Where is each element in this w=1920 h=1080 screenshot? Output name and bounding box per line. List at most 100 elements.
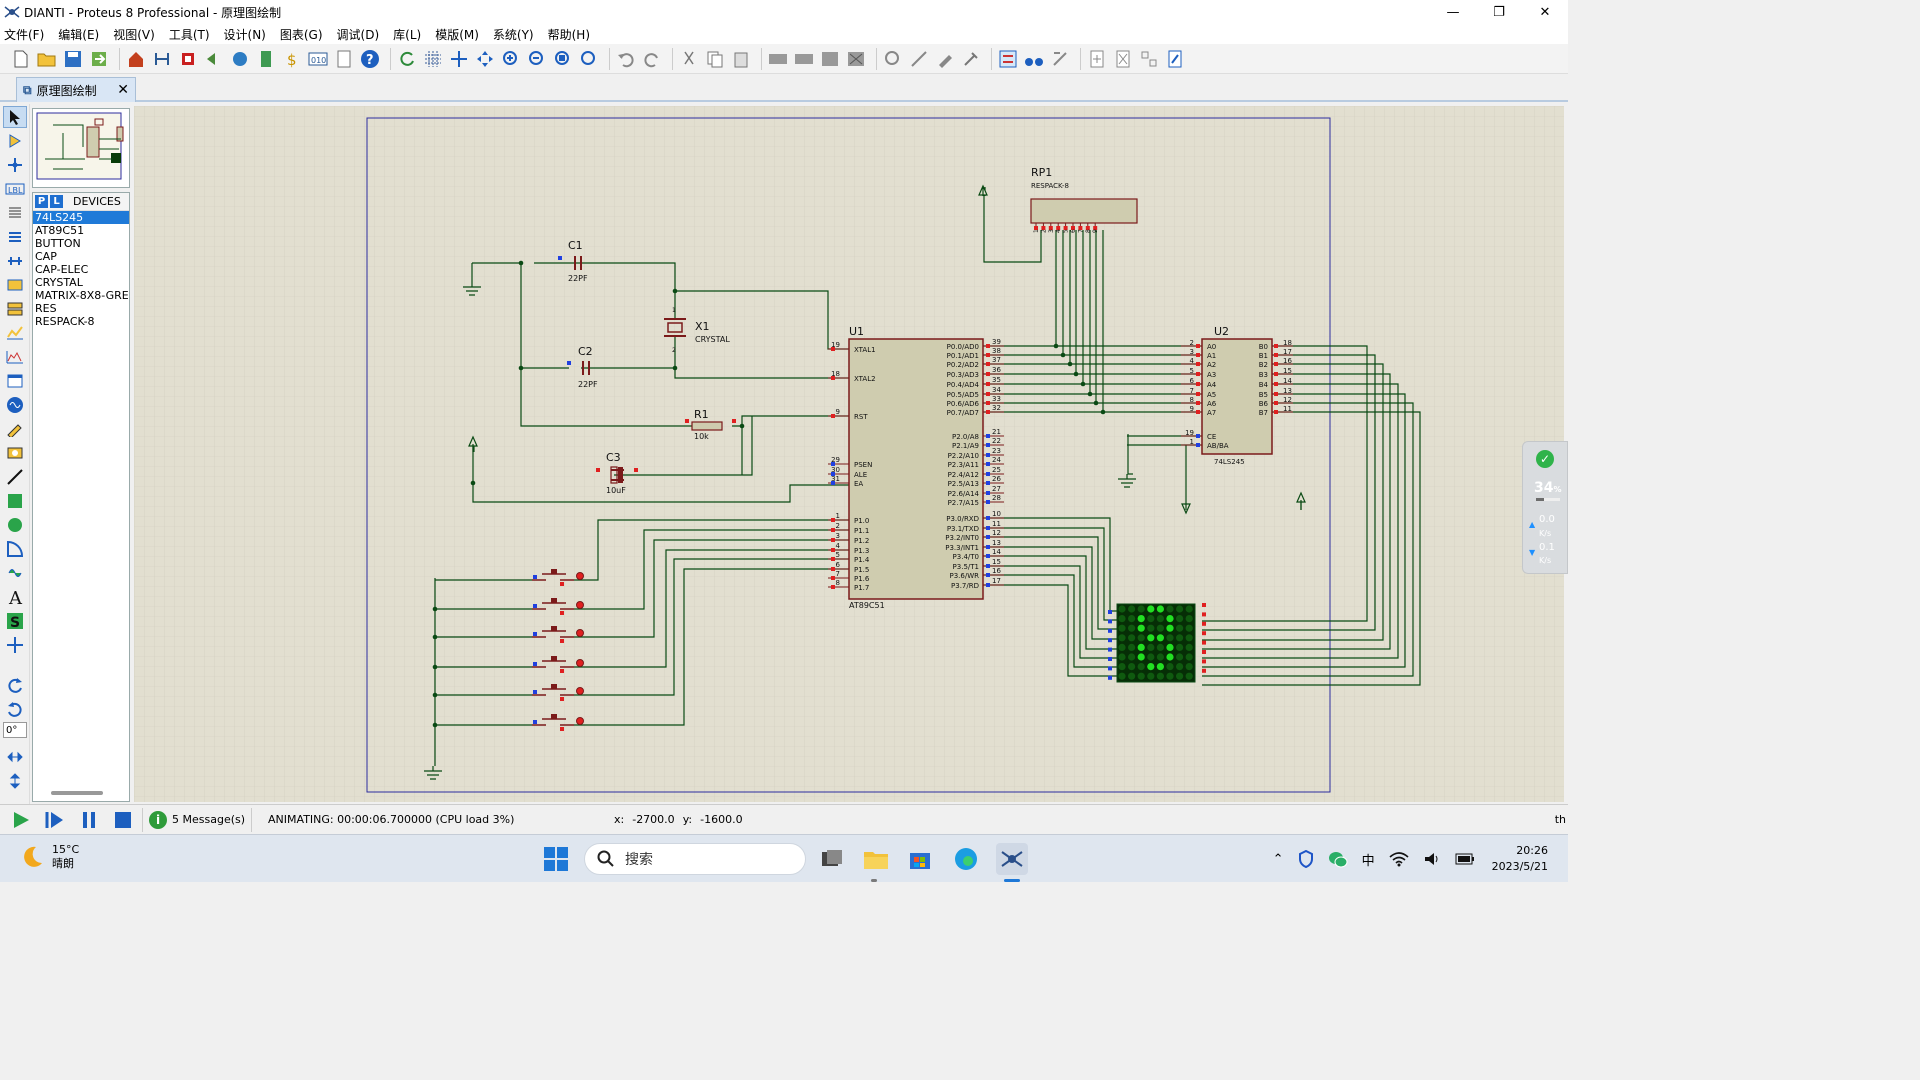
menu-graph[interactable]: 图表(G) <box>279 27 323 42</box>
new-sheet-icon[interactable] <box>1086 48 1108 70</box>
arc-tool-icon[interactable] <box>3 538 27 560</box>
menu-tools[interactable]: 工具(T) <box>168 27 210 42</box>
grid-toggle-icon[interactable] <box>422 48 444 70</box>
mirror-horizontal-icon[interactable] <box>3 746 27 768</box>
push-button[interactable] <box>532 626 584 643</box>
block-move-icon[interactable] <box>793 48 815 70</box>
device-item-respack-8[interactable]: RESPACK-8 <box>35 315 95 328</box>
schematic-canvas[interactable]: C1 22PF C2 22PF 1 2 X1 CRYSTAL R1 10k C3… <box>134 106 1564 802</box>
zoom-out-icon[interactable] <box>526 48 548 70</box>
overview-window[interactable] <box>32 108 130 188</box>
line-tool-icon[interactable] <box>3 466 27 488</box>
pcb-icon[interactable] <box>177 48 199 70</box>
start-button-icon[interactable] <box>542 845 570 873</box>
shield-icon[interactable] <box>1298 850 1314 868</box>
decompose-icon[interactable] <box>960 48 982 70</box>
remove-sheet-icon[interactable] <box>1112 48 1134 70</box>
rotation-value-field[interactable]: 0° <box>3 722 27 738</box>
file-explorer-icon[interactable] <box>862 845 890 873</box>
text-tool-icon[interactable]: A <box>3 586 27 608</box>
chevron-up-icon[interactable]: ⌃ <box>1272 851 1284 867</box>
weather-widget[interactable]: 15°C 晴朗 <box>18 843 79 871</box>
play-icon[interactable] <box>8 807 34 833</box>
tab-schematic-capture[interactable]: ⧉ 原理图绘制 ✕ <box>16 77 136 102</box>
mcu-u1-at89c51[interactable]: U1 AT89C51 19XTAL118XTAL29RST29PSEN30ALE… <box>828 325 1004 610</box>
menu-design[interactable]: 设计(N) <box>223 27 266 42</box>
menu-file[interactable]: 文件(F) <box>4 27 45 42</box>
origin-icon[interactable] <box>448 48 470 70</box>
design-rule-icon[interactable] <box>1164 48 1186 70</box>
schematic-icon[interactable] <box>151 48 173 70</box>
component-mode-icon[interactable] <box>3 130 27 152</box>
copy-icon[interactable] <box>704 48 726 70</box>
generator-icon[interactable] <box>3 394 27 416</box>
redo-icon[interactable] <box>641 48 663 70</box>
zoom-in-icon[interactable] <box>500 48 522 70</box>
device-item-74ls245[interactable]: 74LS245 <box>33 211 129 224</box>
edge-browser-icon[interactable] <box>952 845 980 873</box>
zoom-all-icon[interactable] <box>552 48 574 70</box>
device-item-res[interactable]: RES <box>35 302 57 315</box>
undo-icon[interactable] <box>615 48 637 70</box>
pan-icon[interactable] <box>474 48 496 70</box>
push-button[interactable] <box>532 714 584 731</box>
virtual-instrument-icon[interactable] <box>3 442 27 464</box>
cut-icon[interactable] <box>678 48 700 70</box>
exit-to-parent-icon[interactable] <box>1138 48 1160 70</box>
library-manager-button[interactable]: L <box>50 195 63 208</box>
step-icon[interactable] <box>42 807 68 833</box>
help-icon[interactable]: ? <box>359 48 381 70</box>
resistor-r1[interactable]: R1 10k <box>685 408 736 441</box>
push-button[interactable] <box>532 569 584 586</box>
push-button[interactable] <box>532 684 584 701</box>
wechat-icon[interactable] <box>1328 850 1348 868</box>
device-item-matrix-8x8[interactable]: MATRIX-8X8-GREEN <box>35 289 129 302</box>
restore-button[interactable]: ❐ <box>1493 4 1505 20</box>
search-tag-icon[interactable] <box>1023 48 1045 70</box>
package-tool-icon[interactable] <box>934 48 956 70</box>
graph-mode-icon[interactable] <box>3 322 27 344</box>
device-item-at89c51[interactable]: AT89C51 <box>35 224 85 237</box>
push-button[interactable] <box>532 656 584 673</box>
device-panel-scrollbar[interactable] <box>51 791 103 795</box>
make-device-icon[interactable] <box>908 48 930 70</box>
tape-recorder-icon[interactable] <box>3 370 27 392</box>
close-button[interactable]: ✕ <box>1539 4 1551 20</box>
wire-label-icon[interactable]: LBL <box>3 178 27 200</box>
device-item-crystal[interactable]: CRYSTAL <box>35 276 83 289</box>
mirror-vertical-icon[interactable] <box>3 770 27 792</box>
open-folder-icon[interactable] <box>36 48 58 70</box>
pause-icon[interactable] <box>76 807 102 833</box>
pick-devices-button[interactable]: P <box>35 195 48 208</box>
capacitor-c3[interactable]: C3 10uF <box>596 451 638 495</box>
ime-indicator[interactable]: 中 <box>1361 853 1375 869</box>
bus-icon[interactable] <box>3 226 27 248</box>
pick-device-icon[interactable] <box>882 48 904 70</box>
menu-help[interactable]: 帮助(H) <box>547 27 591 42</box>
marker-tool-icon[interactable] <box>3 634 27 656</box>
push-button[interactable] <box>532 598 584 615</box>
tab-close-icon[interactable]: ✕ <box>117 82 129 98</box>
3d-view-icon[interactable] <box>203 48 225 70</box>
volume-icon[interactable] <box>1423 851 1441 867</box>
wire-autorouter-icon[interactable] <box>997 48 1019 70</box>
capacitor-c1[interactable]: C1 22PF <box>558 239 588 283</box>
block-delete-icon[interactable] <box>845 48 867 70</box>
probe-icon[interactable] <box>3 418 27 440</box>
message-count[interactable]: i 5 Message(s) <box>149 810 245 829</box>
new-file-icon[interactable] <box>10 48 32 70</box>
zoom-area-icon[interactable] <box>578 48 600 70</box>
source-code-icon[interactable]: 010 <box>307 48 329 70</box>
circle-tool-icon[interactable] <box>3 514 27 536</box>
block-copy-icon[interactable] <box>767 48 789 70</box>
block-rotate-icon[interactable] <box>819 48 841 70</box>
bill-of-materials-icon[interactable]: $ <box>281 48 303 70</box>
rotate-cw-icon[interactable] <box>3 674 27 696</box>
crystal-x1[interactable]: 1 2 X1 CRYSTAL <box>664 307 730 354</box>
device-pin-icon[interactable] <box>3 298 27 320</box>
task-view-icon[interactable] <box>818 845 846 873</box>
minimize-button[interactable]: — <box>1446 4 1460 20</box>
paste-icon[interactable] <box>730 48 752 70</box>
